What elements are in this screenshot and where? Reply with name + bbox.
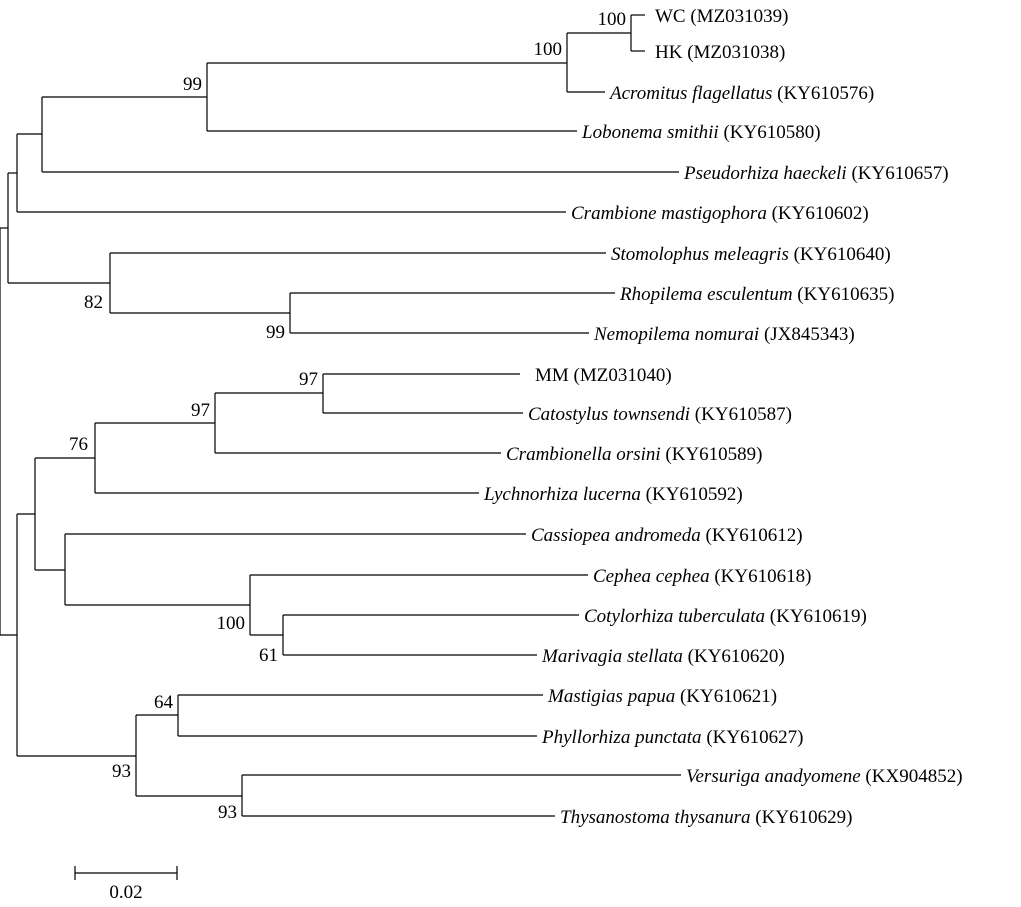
species-name: Thysanostoma thysanura	[560, 807, 755, 828]
accession-number: (KY610620)	[688, 646, 785, 667]
bootstrap-value: 99	[266, 322, 285, 343]
bootstrap-value: 93	[112, 761, 131, 782]
bootstrap-value: 97	[191, 400, 210, 421]
scale-bar-label: 0.02	[109, 882, 142, 903]
accession-number: (KY610592)	[646, 484, 743, 505]
taxon-label: Catostylus townsendi (KY610587)	[528, 404, 792, 425]
taxon-label: MM (MZ031040)	[535, 365, 672, 386]
accession-number: (MZ031038)	[687, 42, 785, 63]
species-name: Cephea cephea	[593, 566, 714, 587]
bootstrap-value: 97	[299, 369, 318, 390]
taxon-label: Crambione mastigophora (KY610602)	[571, 203, 869, 224]
bootstrap-value: 61	[259, 645, 278, 666]
species-name: Crambionella orsini	[506, 444, 665, 465]
bootstrap-value: 76	[69, 434, 88, 455]
taxon-label: WC (MZ031039)	[655, 6, 789, 27]
accession-number: (KY610627)	[706, 727, 803, 748]
accession-number: (KY610621)	[680, 686, 777, 707]
bootstrap-value: 93	[218, 802, 237, 823]
taxon-label: Thysanostoma thysanura (KY610629)	[560, 807, 852, 828]
taxon-label: Lobonema smithii (KY610580)	[581, 122, 821, 143]
taxon-label: Pseudorhiza haeckeli (KY610657)	[683, 163, 949, 184]
taxon-label: Cotylorhiza tuberculata (KY610619)	[584, 606, 867, 627]
accession-number: (KY610612)	[706, 525, 803, 546]
tree-branches	[0, 14, 681, 817]
species-name: Catostylus townsendi	[528, 404, 695, 425]
taxon-label: Cassiopea andromeda (KY610612)	[531, 525, 803, 546]
accession-number: (KY610640)	[794, 244, 891, 265]
taxon-label: Lychnorhiza lucerna (KY610592)	[483, 484, 743, 505]
accession-number: (MZ031039)	[690, 6, 788, 27]
accession-number: (KY610619)	[770, 606, 867, 627]
species-name: Lobonema smithii	[581, 122, 723, 143]
accession-number: (KY610602)	[772, 203, 869, 224]
accession-number: (MZ031040)	[574, 365, 672, 386]
species-name: Nemopilema nomurai	[593, 324, 764, 345]
taxon-label: Rhopilema esculentum (KY610635)	[619, 284, 894, 305]
sample-label: WC	[655, 6, 690, 27]
bootstrap-value: 100	[217, 613, 246, 634]
species-name: Lychnorhiza lucerna	[483, 484, 646, 505]
taxon-labels: WC (MZ031039)HK (MZ031038)Acromitus flag…	[483, 6, 963, 828]
taxon-label: Mastigias papua (KY610621)	[547, 686, 777, 707]
species-name: Mastigias papua	[547, 686, 680, 707]
taxon-label: Cephea cephea (KY610618)	[593, 566, 811, 587]
accession-number: (KY610587)	[695, 404, 792, 425]
accession-number: (KY610618)	[714, 566, 811, 587]
species-name: Crambione mastigophora	[571, 203, 772, 224]
scale-bar: 0.02	[74, 866, 178, 903]
species-name: Phyllorhiza punctata	[541, 727, 706, 748]
species-name: Marivagia stellata	[541, 646, 688, 667]
accession-number: (KY610635)	[797, 284, 894, 305]
accession-number: (KY610589)	[665, 444, 762, 465]
sample-label: MM	[535, 365, 574, 386]
taxon-label: Versuriga anadyomene (KX904852)	[686, 766, 963, 787]
bootstrap-value: 100	[598, 9, 627, 30]
species-name: Versuriga anadyomene	[686, 766, 865, 787]
taxon-label: Acromitus flagellatus (KY610576)	[608, 83, 874, 104]
species-name: Pseudorhiza haeckeli	[683, 163, 851, 184]
taxon-label: Stomolophus meleagris (KY610640)	[611, 244, 891, 265]
accession-number: (KY610576)	[777, 83, 874, 104]
species-name: Cassiopea andromeda	[531, 525, 706, 546]
species-name: Cotylorhiza tuberculata	[584, 606, 770, 627]
accession-number: (JX845343)	[764, 324, 855, 345]
taxon-label: HK (MZ031038)	[655, 42, 785, 63]
bootstrap-values: 100 100 99 82 99 97 97 76 100 61 64 93 93	[69, 9, 626, 823]
sample-label: HK	[655, 42, 687, 63]
bootstrap-value: 99	[183, 74, 202, 95]
taxon-label: Nemopilema nomurai (JX845343)	[593, 324, 855, 345]
bootstrap-value: 82	[84, 292, 103, 313]
accession-number: (KY610629)	[755, 807, 852, 828]
taxon-label: Marivagia stellata (KY610620)	[541, 646, 785, 667]
accession-number: (KY610580)	[723, 122, 820, 143]
bootstrap-value: 64	[154, 692, 174, 713]
accession-number: (KX904852)	[865, 766, 962, 787]
taxon-label: Phyllorhiza punctata (KY610627)	[541, 727, 803, 748]
species-name: Stomolophus meleagris	[611, 244, 794, 265]
taxon-label: Crambionella orsini (KY610589)	[506, 444, 763, 465]
species-name: Rhopilema esculentum	[619, 284, 797, 305]
accession-number: (KY610657)	[851, 163, 948, 184]
bootstrap-value: 100	[534, 39, 563, 60]
species-name: Acromitus flagellatus	[608, 83, 777, 104]
